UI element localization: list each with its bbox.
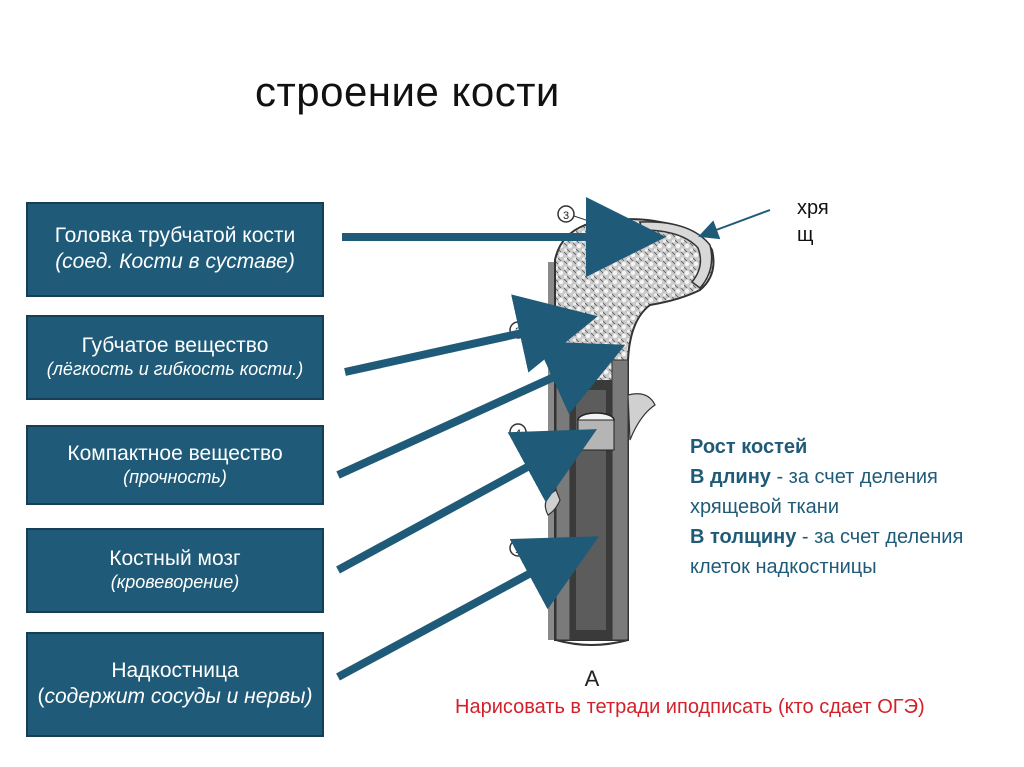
svg-text:1: 1 <box>515 544 521 556</box>
box-marrow-title: Костный мозг <box>109 547 241 571</box>
arrow-periosteum <box>336 536 600 681</box>
arrow-spongy <box>344 294 598 376</box>
periosteum-flap <box>627 393 656 441</box>
label-box-head: Головка трубчатой кости (соед. Кости в с… <box>26 202 324 297</box>
svg-text:3: 3 <box>563 210 569 222</box>
cartilage-cap <box>639 221 713 290</box>
label-box-periosteum: Надкостница (содержит сосуды и нервы) <box>26 632 324 737</box>
label-box-compact: Компактное вещество (прочность) <box>26 425 324 505</box>
box-compact-title: Компактное вещество <box>67 441 283 465</box>
growth-width: В толщину - за счет деления клеток надко… <box>690 526 964 578</box>
growth-heading: Рост костей <box>690 436 808 458</box>
box-periosteum-title: Надкостница <box>111 659 239 683</box>
figure-label: А <box>585 666 600 691</box>
growth-length: В длину - за счет деления хрящевой ткани <box>690 466 938 518</box>
arrow-cartilage <box>698 209 771 240</box>
box-periosteum-note-wrap: (содержит сосуды и нервы) <box>37 685 313 709</box>
arrow-compact <box>336 341 626 479</box>
box-head-text: Головка трубчатой кости (соед. Кости в с… <box>54 224 296 274</box>
task-note: Нарисовать в тетради иподписать (кто сда… <box>455 696 925 718</box>
arrow-marrow <box>336 429 598 574</box>
label-box-marrow: Костный мозг (кровеворение) <box>26 528 324 613</box>
svg-text:4: 4 <box>515 428 521 440</box>
growth-text: Рост костей В длину - за счет деления хр… <box>690 432 1024 582</box>
box-spongy-title: Губчатое вещество <box>81 334 269 358</box>
box-spongy-note: (лёгкость и гибкость кости.) <box>46 359 304 380</box>
compact-wall-right <box>611 359 629 641</box>
page-title: строение кости <box>255 68 560 115</box>
box-marrow-note: (кровеворение) <box>110 572 240 593</box>
label-box-spongy: Губчатое вещество (лёгкость и гибкость к… <box>26 315 324 400</box>
cartilage-label: хря щ <box>797 197 829 246</box>
box-compact-note: (прочность) <box>123 466 227 487</box>
